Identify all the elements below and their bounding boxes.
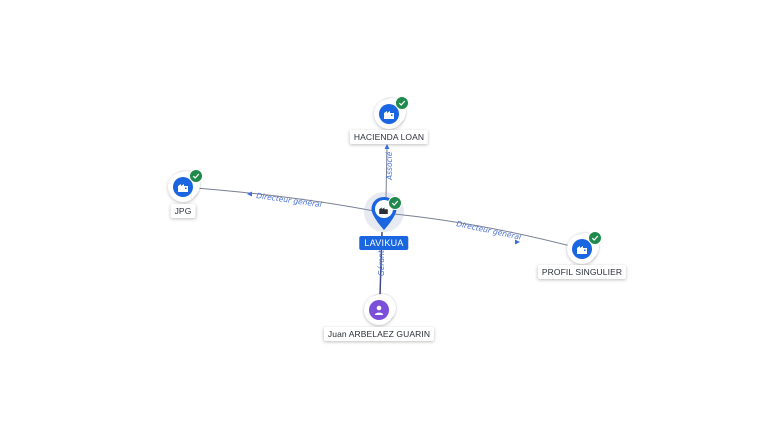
node-disc[interactable] <box>374 96 409 129</box>
edge-left[interactable] <box>182 186 385 214</box>
edge-right-arrow <box>515 239 520 245</box>
person-icon <box>369 300 389 320</box>
node-disc[interactable] <box>567 231 602 264</box>
node-label[interactable]: PROFIL SINGULIER <box>537 265 627 279</box>
verified-check-icon <box>388 196 402 210</box>
edge-label-top: Associé <box>385 151 394 181</box>
node-disc[interactable] <box>364 295 394 325</box>
building-icon <box>173 177 193 197</box>
edge-label-left: Directeur général <box>256 191 323 209</box>
edge-left-arrow <box>247 191 252 197</box>
center-node-label[interactable]: LAVIKUA <box>359 236 409 250</box>
building-icon <box>379 104 399 124</box>
node-label[interactable]: Juan ARBELAEZ GUARIN <box>323 327 435 341</box>
edge-label-right: Directeur général <box>456 219 523 242</box>
node-label[interactable]: JPG <box>170 204 196 218</box>
node-label[interactable]: HACIENDA LOAN <box>349 130 429 144</box>
verified-check-icon <box>189 169 203 183</box>
edge-label-bottom: Gérant <box>377 249 386 276</box>
edge-right[interactable] <box>383 212 583 250</box>
verified-check-icon <box>588 231 602 245</box>
building-icon <box>572 239 592 259</box>
verified-check-icon <box>395 96 409 110</box>
node-disc[interactable] <box>168 169 203 202</box>
edge-top-arrow <box>384 144 390 149</box>
edge-top[interactable] <box>385 145 388 199</box>
